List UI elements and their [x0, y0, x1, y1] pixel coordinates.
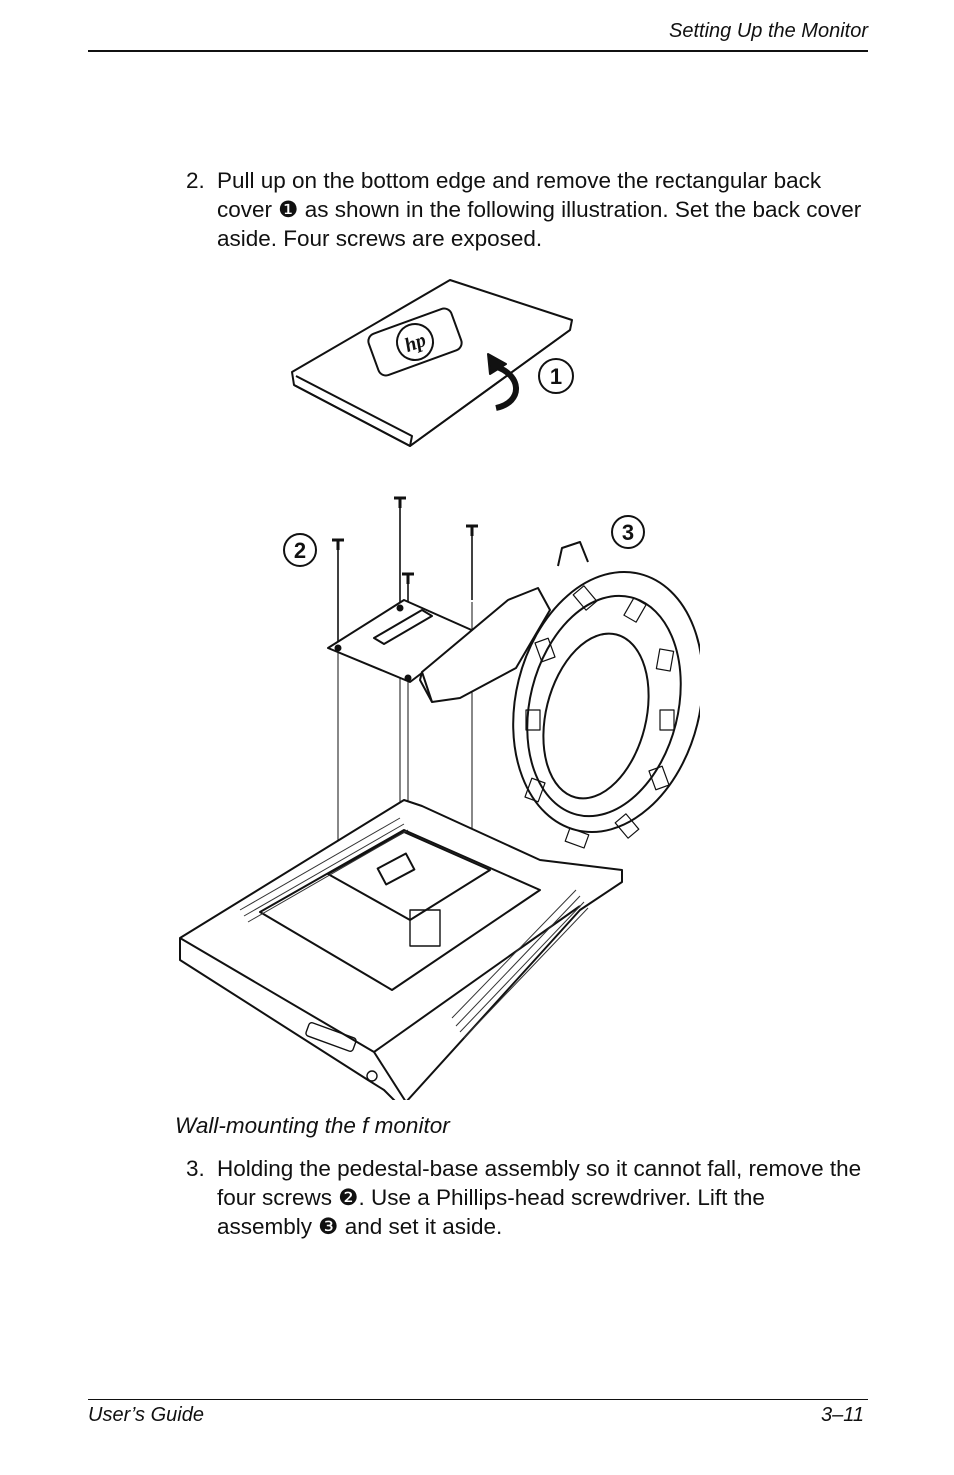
header-rule: [88, 50, 868, 52]
footer-guide-title: User’s Guide: [88, 1404, 204, 1426]
page-number: 3–11: [820, 1404, 864, 1426]
callout-3-circle: [611, 515, 645, 549]
callout-1: 1: [550, 364, 562, 389]
pedestal-ring-drawing: [512, 541, 700, 849]
step-3-text: Holding the pedestal-base assembly so it…: [217, 1156, 862, 1239]
step-3: 3. Holding the pedestal-base assembly so…: [186, 1154, 866, 1241]
figure-caption: Wall-mounting the f monitor: [175, 1113, 450, 1138]
step-2-text: Pull up on the bottom edge and remove th…: [217, 168, 862, 251]
wall-mount-illustration: hp: [160, 270, 700, 1100]
callout-2: 2: [294, 538, 306, 563]
running-header: Setting Up the Monitor: [669, 20, 868, 42]
footer-rule: [88, 1399, 868, 1400]
monitor-base-drawing: [179, 799, 623, 1100]
callout-1-circle: [538, 358, 574, 394]
callout-2-circle: [283, 533, 317, 567]
lift-arrow-icon: [487, 353, 519, 411]
back-cover-drawing: hp: [291, 279, 573, 447]
step-2: 2. Pull up on the bottom edge and remove…: [186, 166, 866, 253]
step-3-number: 3.: [186, 1156, 205, 1181]
step-2-number: 2.: [186, 168, 205, 193]
callout-3: 3: [622, 520, 634, 545]
